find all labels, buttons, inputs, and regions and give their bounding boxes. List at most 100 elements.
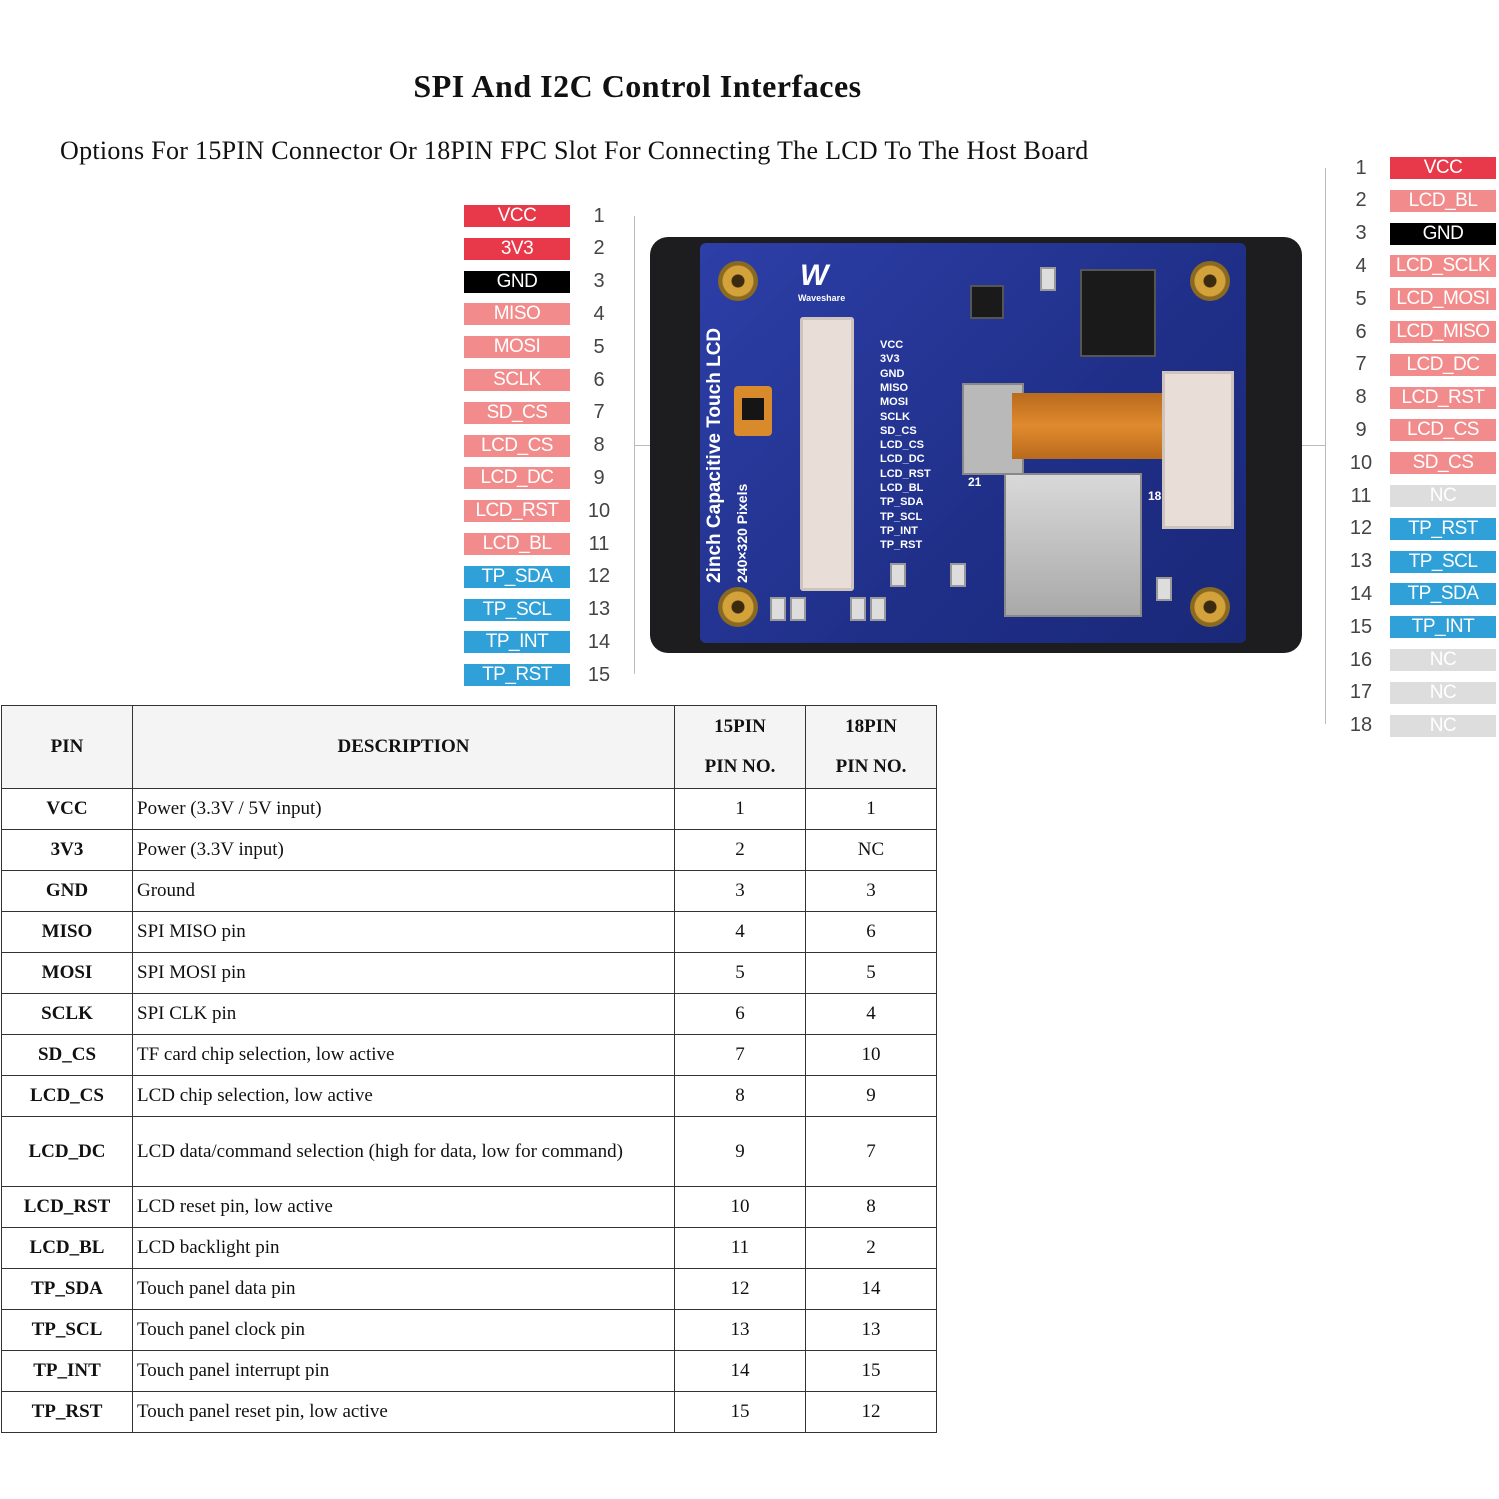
pin-number: 6	[1355, 320, 1367, 343]
pin-label: LCD_DC	[1390, 353, 1496, 376]
description-cell: SPI MISO pin	[132, 911, 675, 953]
pin18-cell: 12	[805, 1391, 937, 1433]
pin-cell: MOSI	[1, 952, 133, 994]
pin15-cell: 1	[674, 788, 806, 830]
pin-label: LCD_CS	[1390, 419, 1496, 442]
pin-label: NC	[1390, 649, 1496, 671]
pin-cell: TP_SCL	[1, 1309, 133, 1351]
product-name-silk: 2inch Capacitive Touch LCD	[704, 327, 725, 583]
description-cell: SPI MOSI pin	[132, 952, 675, 994]
description-cell: LCD chip selection, low active	[132, 1075, 675, 1117]
touch-controller-chip	[734, 386, 772, 436]
silk-pin-label: GND	[880, 367, 905, 380]
pin-number: 9	[593, 466, 605, 489]
pin15-cell: 2	[674, 829, 806, 871]
smd-component	[790, 597, 806, 621]
pin-label: TP_RST	[1390, 517, 1496, 540]
pcb-board: W Waveshare 2inch Capacitive Touch LCD 2…	[700, 243, 1246, 643]
header-18pin-no: 18PIN PIN NO.	[805, 705, 937, 789]
pin-label: 3V3	[464, 237, 570, 260]
pin15-cell: 8	[674, 1075, 806, 1117]
pin-label: MISO	[464, 303, 570, 326]
pin18-cell: 10	[805, 1034, 937, 1076]
pin18-cell: 8	[805, 1186, 937, 1228]
pin-label: VCC	[1390, 157, 1496, 179]
pin-cell: LCD_BL	[1, 1227, 133, 1269]
pin-number: 9	[1355, 418, 1367, 441]
pin-label: TP_INT	[464, 631, 570, 654]
header-pin-row: LCD_DC 9	[464, 466, 612, 490]
pin-cell: MISO	[1, 911, 133, 953]
pin15-cell: 14	[674, 1350, 806, 1392]
header-18pin-bracket	[1325, 168, 1326, 724]
header-15pin-no: 15PIN PIN NO.	[674, 705, 806, 789]
header-pin-row: 9 LCD_CS	[1348, 418, 1496, 442]
pin-label: TP_RST	[464, 664, 570, 687]
pin-label: SD_CS	[464, 401, 570, 424]
pin18-cell: 15	[805, 1350, 937, 1392]
header-pin-row: 6 LCD_MISO	[1348, 321, 1496, 343]
smd-component	[1040, 267, 1056, 291]
description-cell: LCD backlight pin	[132, 1227, 675, 1269]
fpc-mark-left: 21	[968, 475, 982, 489]
pin18-cell: 3	[805, 870, 937, 912]
description-cell: LCD data/command selection (high for dat…	[132, 1116, 675, 1187]
silk-pin-label: TP_SCL	[880, 510, 923, 523]
pin-label: TP_SDA	[1390, 583, 1496, 606]
pin-number: 13	[587, 598, 611, 621]
pin18-cell: 4	[805, 993, 937, 1035]
header-pin-row: 4 LCD_SCLK	[1348, 254, 1496, 278]
pin18-cell: 5	[805, 952, 937, 994]
silk-pin-label: LCD_CS	[880, 439, 925, 452]
pin-label: LCD_MISO	[1390, 321, 1496, 343]
pin-label: TP_INT	[1390, 616, 1496, 639]
pin-label: LCD_DC	[464, 467, 570, 490]
pin18-cell: 14	[805, 1268, 937, 1310]
pin-number: 11	[1350, 484, 1372, 507]
description-cell: SPI CLK pin	[132, 993, 675, 1035]
pin15-cell: 15	[674, 1391, 806, 1433]
pin-number: 4	[1355, 254, 1367, 277]
silk-pin-label: SD_CS	[880, 424, 917, 437]
pin-label: SCLK	[464, 369, 570, 391]
pin-cell: LCD_DC	[1, 1116, 133, 1187]
pin-number: 8	[1355, 386, 1367, 409]
description-cell: LCD reset pin, low active	[132, 1186, 675, 1228]
silk-pin-label: VCC	[880, 339, 904, 351]
silk-pin-label: MISO	[880, 381, 909, 394]
pin-number: 14	[1349, 582, 1373, 605]
pin-label: LCD_MOSI	[1390, 288, 1496, 311]
pin-cell: SD_CS	[1, 1034, 133, 1076]
header-pin-row: 14 TP_SDA	[1348, 582, 1496, 606]
pin-cell: 3V3	[1, 829, 133, 871]
pin-number: 10	[587, 499, 611, 522]
pin-number: 5	[1355, 287, 1367, 310]
silk-pin-label: LCD_BL	[880, 482, 924, 494]
pin18-cell: 6	[805, 911, 937, 953]
fpc-cable	[1012, 393, 1190, 459]
description-cell: Touch panel interrupt pin	[132, 1350, 675, 1392]
smd-component	[890, 563, 906, 587]
pin-label: LCD_SCLK	[1390, 255, 1496, 278]
smd-component	[770, 597, 786, 621]
pin-label: TP_SDA	[464, 565, 570, 588]
